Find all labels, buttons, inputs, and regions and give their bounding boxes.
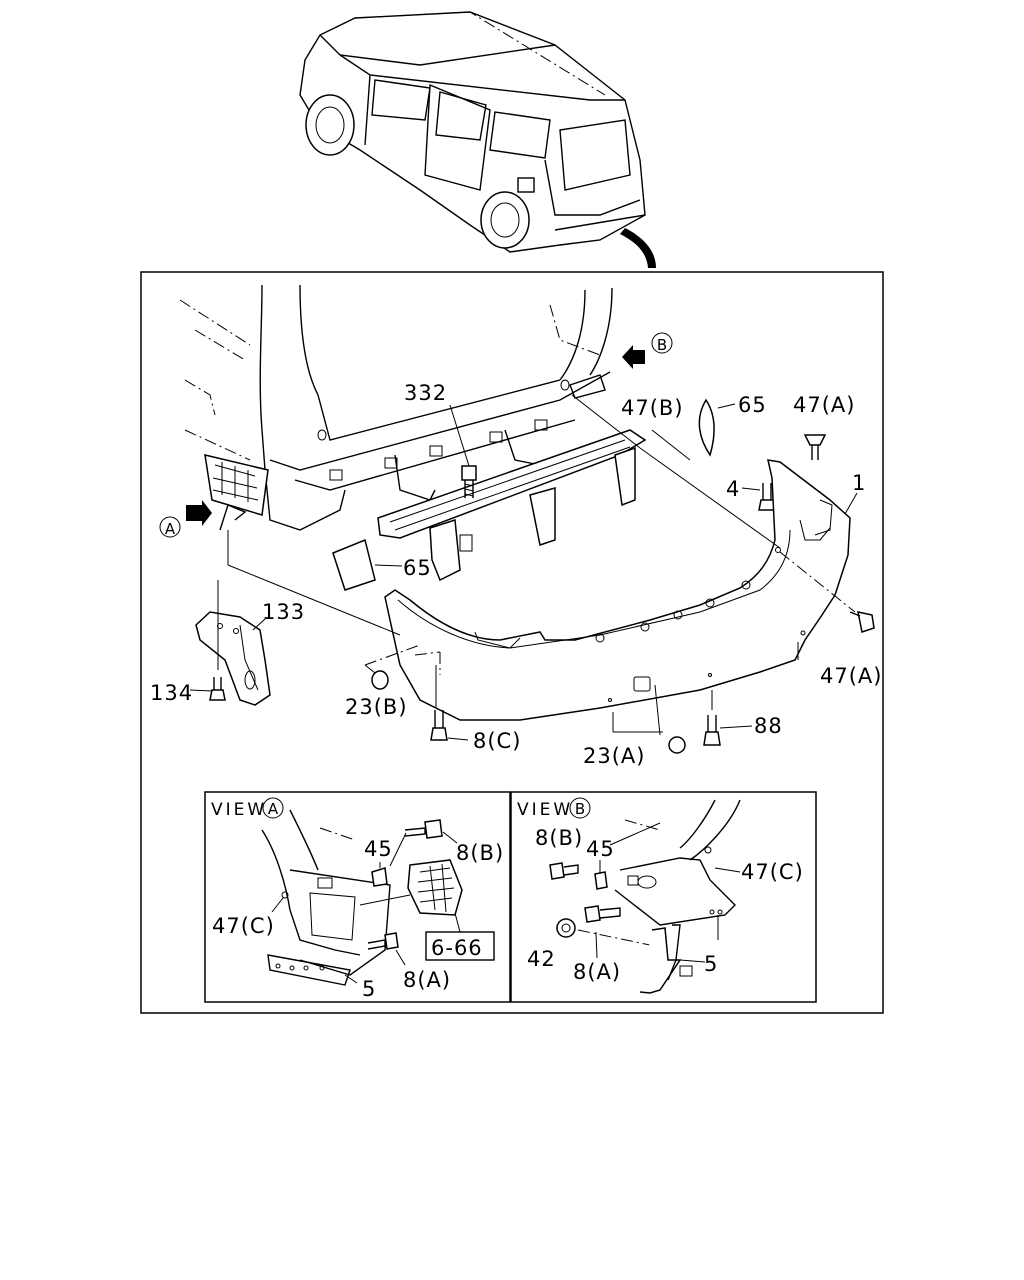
bolt-332 — [449, 404, 477, 498]
view-arrow-b: B — [622, 332, 673, 369]
view-arrow-a: A — [159, 500, 212, 538]
view-a-label-8a: 8(A) — [403, 968, 451, 992]
label-23b: 23(B) — [345, 695, 408, 719]
label-23a: 23(A) — [583, 744, 645, 768]
label-8c: 8(C) — [473, 729, 521, 753]
view-a-label-5: 5 — [362, 977, 376, 1001]
label-4: 4 — [726, 477, 740, 501]
view-a-inset: VIEW A 45 8(B — [204, 791, 511, 1003]
label-65-lower: 65 — [403, 556, 432, 580]
bolt-88 — [703, 715, 721, 746]
label-134: 134 — [150, 681, 193, 705]
view-b-label-42: 42 — [527, 947, 556, 971]
view-a-title-letter: A — [268, 800, 279, 818]
view-a-marker-letter: A — [165, 520, 176, 538]
label-47a-upper: 47(A) — [793, 393, 855, 417]
view-a-label-47c: 47(C) — [212, 914, 275, 938]
bolt-8c — [430, 710, 448, 741]
view-a-label-6-66: 6-66 — [431, 936, 483, 960]
side-trim-65-upper — [698, 398, 715, 457]
label-47b: 47(B) — [621, 396, 684, 420]
label-133: 133 — [262, 600, 305, 624]
view-b-marker-letter: B — [657, 336, 667, 354]
label-332: 332 — [404, 381, 447, 405]
view-b-label-47c: 47(C) — [741, 860, 804, 884]
clip-47a-upper — [803, 434, 827, 460]
view-a-title: VIEW — [211, 800, 267, 820]
label-88: 88 — [754, 714, 783, 738]
view-b-inset: VIEW B 8(B) 45 47(C — [510, 791, 817, 1003]
side-trim-65-lower — [332, 538, 376, 591]
vehicle-overview-illustration — [299, 11, 656, 268]
leader-lines — [217, 394, 799, 741]
bolt-134 — [209, 677, 226, 701]
vehicle-rear-body-structure — [179, 284, 613, 531]
view-b-title-letter: B — [575, 800, 585, 818]
view-a-label-45: 45 — [364, 837, 393, 861]
rear-bumper-cover — [384, 459, 851, 721]
view-b-label-8b: 8(B) — [535, 826, 583, 850]
clip-47a-right — [849, 611, 875, 633]
label-65-upper: 65 — [738, 393, 767, 417]
view-a-label-8b: 8(B) — [456, 841, 504, 865]
label-47a-right: 47(A) — [820, 664, 882, 688]
nut-23b — [371, 670, 389, 690]
view-b-title: VIEW — [517, 800, 573, 820]
nut-23a — [668, 736, 686, 754]
view-b-label-45: 45 — [586, 837, 615, 861]
view-b-label-5: 5 — [704, 952, 718, 976]
label-1: 1 — [852, 471, 866, 495]
view-b-label-8a: 8(A) — [573, 960, 621, 984]
main-diagram-frame — [140, 271, 884, 1014]
bolt-4 — [741, 483, 776, 511]
bumper-reinforcement-beam — [377, 429, 647, 582]
side-bracket-133 — [195, 611, 271, 706]
